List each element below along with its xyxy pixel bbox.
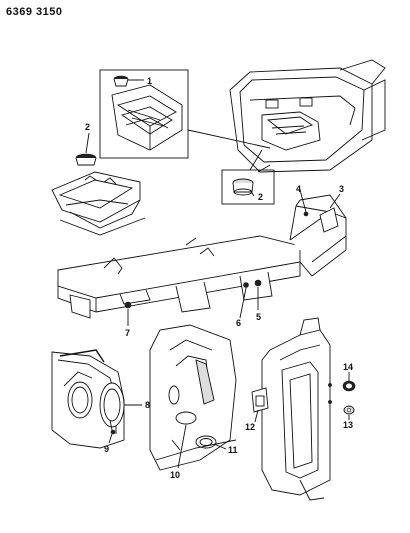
callout-2b: 2 xyxy=(258,192,263,202)
diagram-part-number: 6369 3150 xyxy=(6,6,63,18)
callout-12: 12 xyxy=(245,422,255,432)
callout-4: 4 xyxy=(296,184,301,194)
callout-13: 13 xyxy=(343,420,353,430)
wheelhouse-cover-assembly xyxy=(51,349,125,449)
vehicle-interior-view xyxy=(229,59,386,173)
callout-14: 14 xyxy=(343,362,353,372)
leader-lines xyxy=(85,79,350,469)
frame-rail-assembly xyxy=(57,194,347,319)
callout-9: 9 xyxy=(104,444,109,454)
callout-8: 8 xyxy=(145,400,150,410)
inset-floor-plug xyxy=(99,69,189,159)
callout-5: 5 xyxy=(256,312,261,322)
callout-6: 6 xyxy=(236,318,241,328)
leader-inset-to-vehicle xyxy=(187,129,271,149)
rear-pillar-panel xyxy=(251,317,356,501)
callout-7: 7 xyxy=(125,328,130,338)
inset-plug-2 xyxy=(221,169,275,205)
callout-1: 1 xyxy=(147,76,152,86)
quarter-inner-panel xyxy=(149,324,237,471)
callout-labels: 1 2 2 3 4 5 6 7 8 9 10 11 12 13 14 xyxy=(85,76,353,480)
callout-2a: 2 xyxy=(85,122,90,132)
callout-11: 11 xyxy=(228,445,238,455)
callout-3: 3 xyxy=(339,184,344,194)
floor-pan-left xyxy=(51,153,146,236)
callout-10: 10 xyxy=(170,470,180,480)
